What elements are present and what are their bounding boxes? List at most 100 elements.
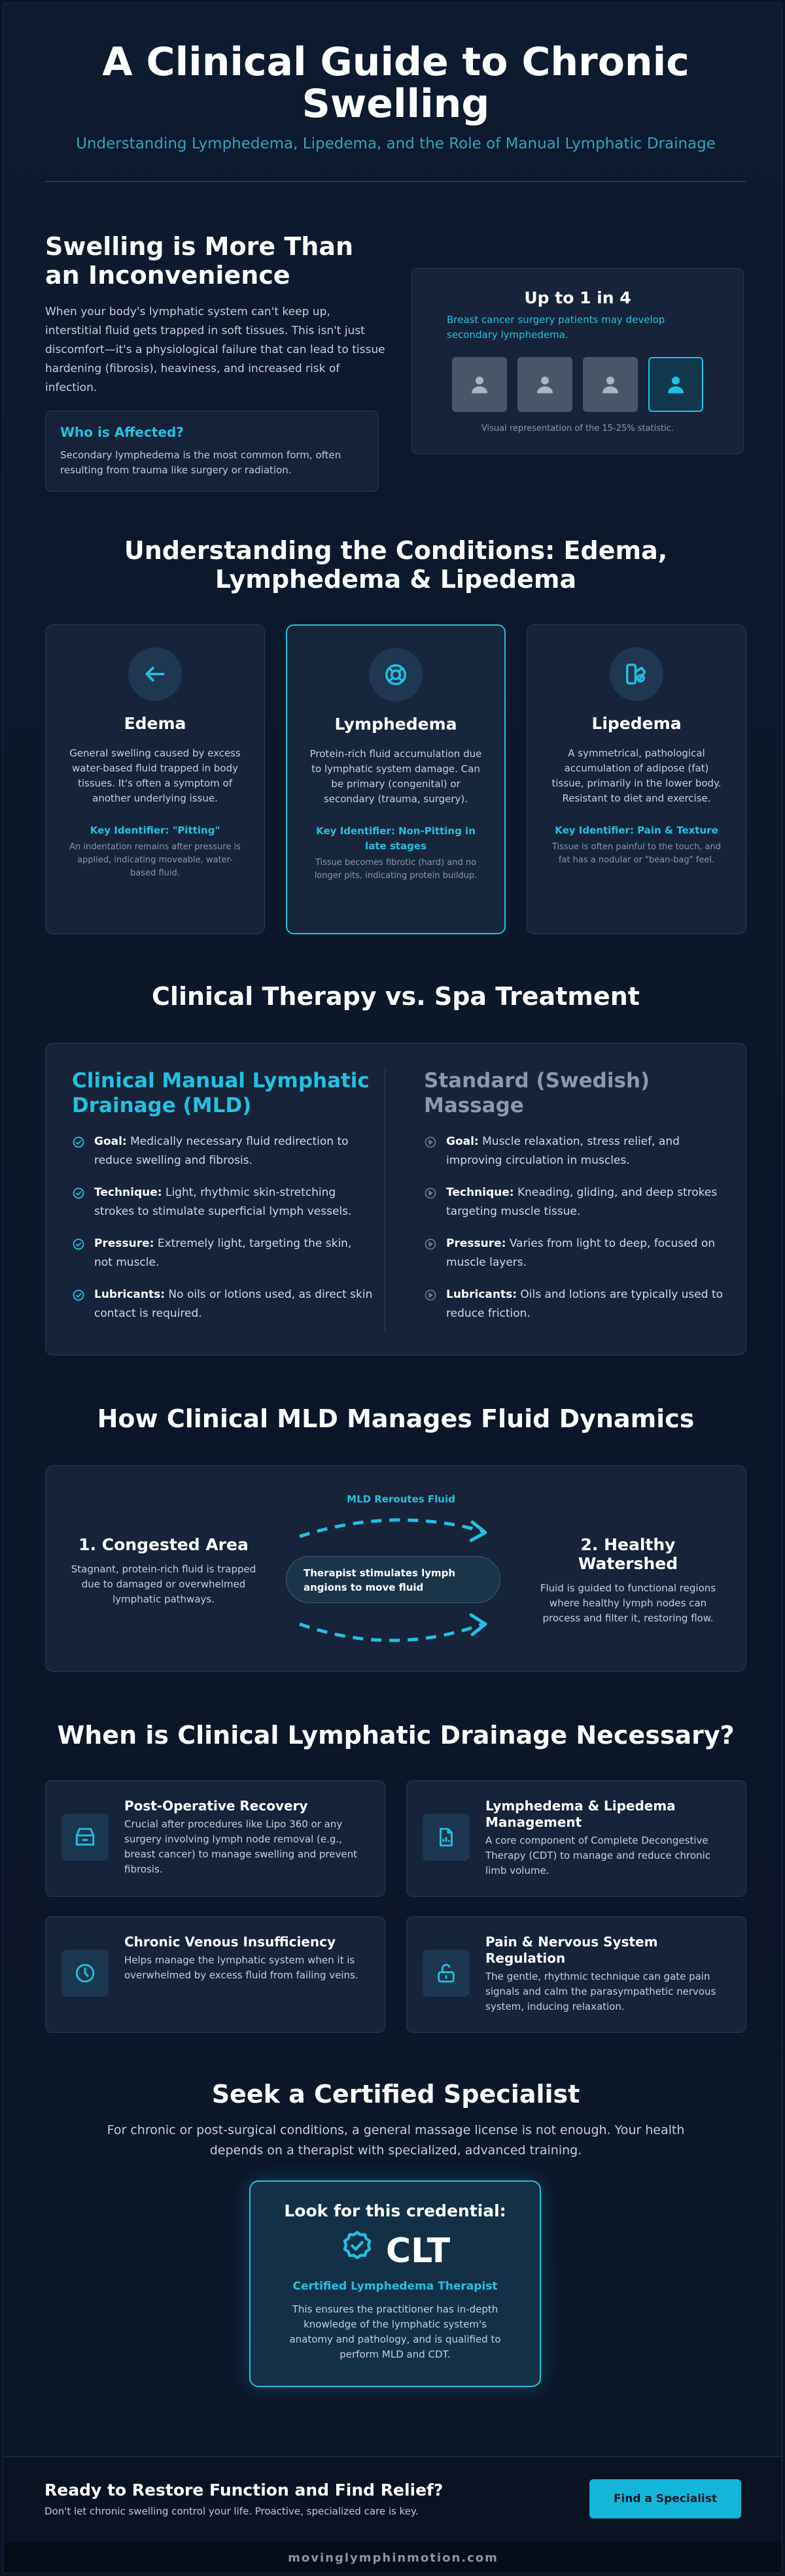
mld-column: Clinical Manual Lymphatic Drainage (MLD)… xyxy=(72,1068,373,1336)
therapy-item-text: Technique: Kneading, gliding, and deep s… xyxy=(446,1186,718,1218)
therapy-list-item: Technique: Light, rhythmic skin-stretchi… xyxy=(72,1183,373,1221)
necessary-item-text: A core component of Complete Decongestiv… xyxy=(485,1835,710,1876)
credential-title: Look for this credential: xyxy=(284,2201,506,2220)
therapy-item-text: Pressure: Varies from light to deep, foc… xyxy=(446,1237,716,1269)
who-affected-title: Who is Affected? xyxy=(60,424,184,440)
play-circle-icon xyxy=(424,1187,437,1221)
dynamics-title-block: How Clinical MLD Manages Fluid Dynamics xyxy=(45,1404,746,1433)
therapy-item-text: Goal: Muscle relaxation, stress relief, … xyxy=(446,1135,680,1167)
therapy-comparison: Clinical Manual Lymphatic Drainage (MLD)… xyxy=(45,1043,746,1355)
lower-arrow-head xyxy=(469,1613,487,1636)
footer-site[interactable]: movinglymphinmotion.com xyxy=(3,2543,782,2573)
massage-column: Standard (Swedish) Massage Goal: Muscle … xyxy=(424,1068,725,1336)
condition-key: Key Identifier: Pain & Texture xyxy=(555,824,718,836)
congested-text: Stagnant, protein-rich fluid is trapped … xyxy=(71,1563,256,1605)
header-divider xyxy=(45,181,746,182)
chart-file-icon xyxy=(423,1814,470,1861)
condition-note: Tissue is often painful to the touch, an… xyxy=(551,842,722,865)
necessary-item-body: Post-Operative Recovery Crucial after pr… xyxy=(124,1798,369,1879)
therapy-title-block: Clinical Therapy vs. Spa Treatment xyxy=(45,982,746,1011)
page-subtitle: Understanding Lymphedema, Lipedema, and … xyxy=(76,135,716,152)
necessary-item-text: Crucial after procedures like Lipo 360 o… xyxy=(124,1818,357,1875)
healthy-watershed: 2. Healthy Watershed Fluid is guided to … xyxy=(530,1535,726,1626)
statistic-card: Up to 1 in 4 Breast cancer surgery patie… xyxy=(411,268,744,454)
lifebuoy-icon xyxy=(369,648,423,702)
condition-card-lymphedema: Lymphedema Protein-rich fluid accumulati… xyxy=(286,624,506,934)
conditions-heading: Understanding the Conditions: Edema, Lym… xyxy=(124,536,668,594)
badge-check-icon xyxy=(340,2229,374,2272)
therapy-item-text: Lubricants: Oils and lotions are typical… xyxy=(446,1288,724,1320)
arrow-label: MLD Reroutes Fluid xyxy=(347,1493,455,1505)
specialist-section: Seek a Certified Specialist For chronic … xyxy=(45,2080,746,2387)
condition-title: Lymphedema xyxy=(334,715,457,734)
credential-abbr: CLT xyxy=(385,2231,451,2271)
therapy-list-item: Goal: Medically necessary fluid redirect… xyxy=(72,1132,373,1170)
credential-explanation: This ensures the practitioner has in-dep… xyxy=(289,2303,501,2360)
fluid-dynamics-diagram: 1. Congested Area Stagnant, protein-rich… xyxy=(45,1465,746,1672)
upper-arrow-path xyxy=(299,1518,483,1538)
statistic-caption: Visual representation of the 15-25% stat… xyxy=(481,424,674,433)
clock-icon xyxy=(61,1950,109,1997)
therapy-item-text: Goal: Medically necessary fluid redirect… xyxy=(94,1135,349,1167)
credential-card: Look for this credential: CLT Certified … xyxy=(249,2180,541,2387)
check-circle-icon xyxy=(72,1289,85,1323)
flow-arrows xyxy=(299,1518,487,1642)
person-icon xyxy=(517,357,572,412)
page-title: A Clinical Guide to Chronic Swelling xyxy=(102,39,689,127)
intro-heading: Swelling is More Than an Inconvenience xyxy=(45,232,354,290)
necessary-item-text: The gentle, rhythmic technique can gate … xyxy=(485,1971,716,2012)
congested-area: 1. Congested Area Stagnant, protein-rich… xyxy=(65,1535,262,1607)
congested-title: 1. Congested Area xyxy=(78,1535,249,1554)
necessary-grid: Post-Operative Recovery Crucial after pr… xyxy=(45,1780,746,2033)
necessary-item-title: Lymphedema & Lipedema Management xyxy=(485,1798,676,1830)
therapy-list-item: Lubricants: No oils or lotions used, as … xyxy=(72,1285,373,1323)
therapy-list-item: Pressure: Varies from light to deep, foc… xyxy=(424,1234,725,1272)
check-circle-icon xyxy=(72,1187,85,1221)
necessary-heading: When is Clinical Lymphatic Drainage Nece… xyxy=(57,1721,735,1750)
upper-arrow-head xyxy=(469,1520,487,1542)
mld-title: Clinical Manual Lymphatic Drainage (MLD) xyxy=(72,1069,370,1117)
dynamics-heading: How Clinical MLD Manages Fluid Dynamics xyxy=(97,1404,695,1433)
necessary-item-body: Lymphedema & Lipedema Management A core … xyxy=(485,1798,730,1879)
person-icon xyxy=(583,357,638,412)
cabinet-icon xyxy=(61,1814,109,1861)
credential-full-name: Certified Lymphedema Therapist xyxy=(292,2280,498,2293)
lower-arrow-path xyxy=(299,1622,483,1642)
necessary-item-title: Chronic Venous Insufficiency xyxy=(124,1934,336,1950)
conditions-cards: Edema General swelling caused by excess … xyxy=(45,624,746,934)
necessary-item-post-op: Post-Operative Recovery Crucial after pr… xyxy=(45,1780,385,1897)
condition-key: Key Identifier: "Pitting" xyxy=(90,824,220,836)
page-header: A Clinical Guide to Chronic Swelling Und… xyxy=(45,41,746,152)
mld-list: Goal: Medically necessary fluid redirect… xyxy=(72,1132,373,1323)
condition-note: Tissue becomes fibrotic (hard) and no lo… xyxy=(314,858,478,881)
necessary-item-venous: Chronic Venous Insufficiency Helps manag… xyxy=(45,1916,385,2033)
necessary-item-title: Post-Operative Recovery xyxy=(124,1798,308,1814)
massage-title: Standard (Swedish) Massage xyxy=(424,1069,650,1117)
play-circle-icon xyxy=(424,1136,437,1170)
page-frame: A Clinical Guide to Chronic Swelling Und… xyxy=(3,3,782,2573)
person-icon xyxy=(648,357,703,412)
condition-desc: General swelling caused by excess water-… xyxy=(69,747,241,804)
find-specialist-button[interactable]: Find a Specialist xyxy=(589,2479,741,2518)
therapy-list-item: Goal: Muscle relaxation, stress relief, … xyxy=(424,1132,725,1170)
conditions-title-block: Understanding the Conditions: Edema, Lym… xyxy=(45,536,746,594)
credential-badge: CLT xyxy=(251,2229,540,2272)
therapist-pill: Therapist stimulates lymph angions to mo… xyxy=(286,1556,500,1603)
check-circle-icon xyxy=(72,1136,85,1170)
necessary-item-title: Pain & Nervous System Regulation xyxy=(485,1934,658,1966)
play-circle-icon xyxy=(424,1289,437,1323)
intro-body: When your body's lymphatic system can't … xyxy=(45,305,385,394)
watershed-title: 2. Healthy Watershed xyxy=(578,1535,678,1573)
therapy-list-item: Lubricants: Oils and lotions are typical… xyxy=(424,1285,725,1323)
necessary-item-text: Helps manage the lymphatic system when i… xyxy=(124,1954,358,1981)
statistic-title: Up to 1 in 4 xyxy=(524,288,631,307)
specialist-lead: For chronic or post-surgical conditions,… xyxy=(107,2123,685,2158)
necessary-item-body: Pain & Nervous System Regulation The gen… xyxy=(485,1934,730,2015)
condition-card-lipedema: Lipedema A symmetrical, pathological acc… xyxy=(527,624,746,934)
watershed-text: Fluid is guided to functional regions wh… xyxy=(540,1582,716,1624)
cta-bar: Ready to Restore Function and Find Relie… xyxy=(3,2456,782,2543)
unlock-icon xyxy=(423,1950,470,1997)
therapy-item-text: Pressure: Extremely light, targeting the… xyxy=(94,1237,352,1269)
condition-card-edema: Edema General swelling caused by excess … xyxy=(45,624,265,934)
massage-list: Goal: Muscle relaxation, stress relief, … xyxy=(424,1132,725,1323)
